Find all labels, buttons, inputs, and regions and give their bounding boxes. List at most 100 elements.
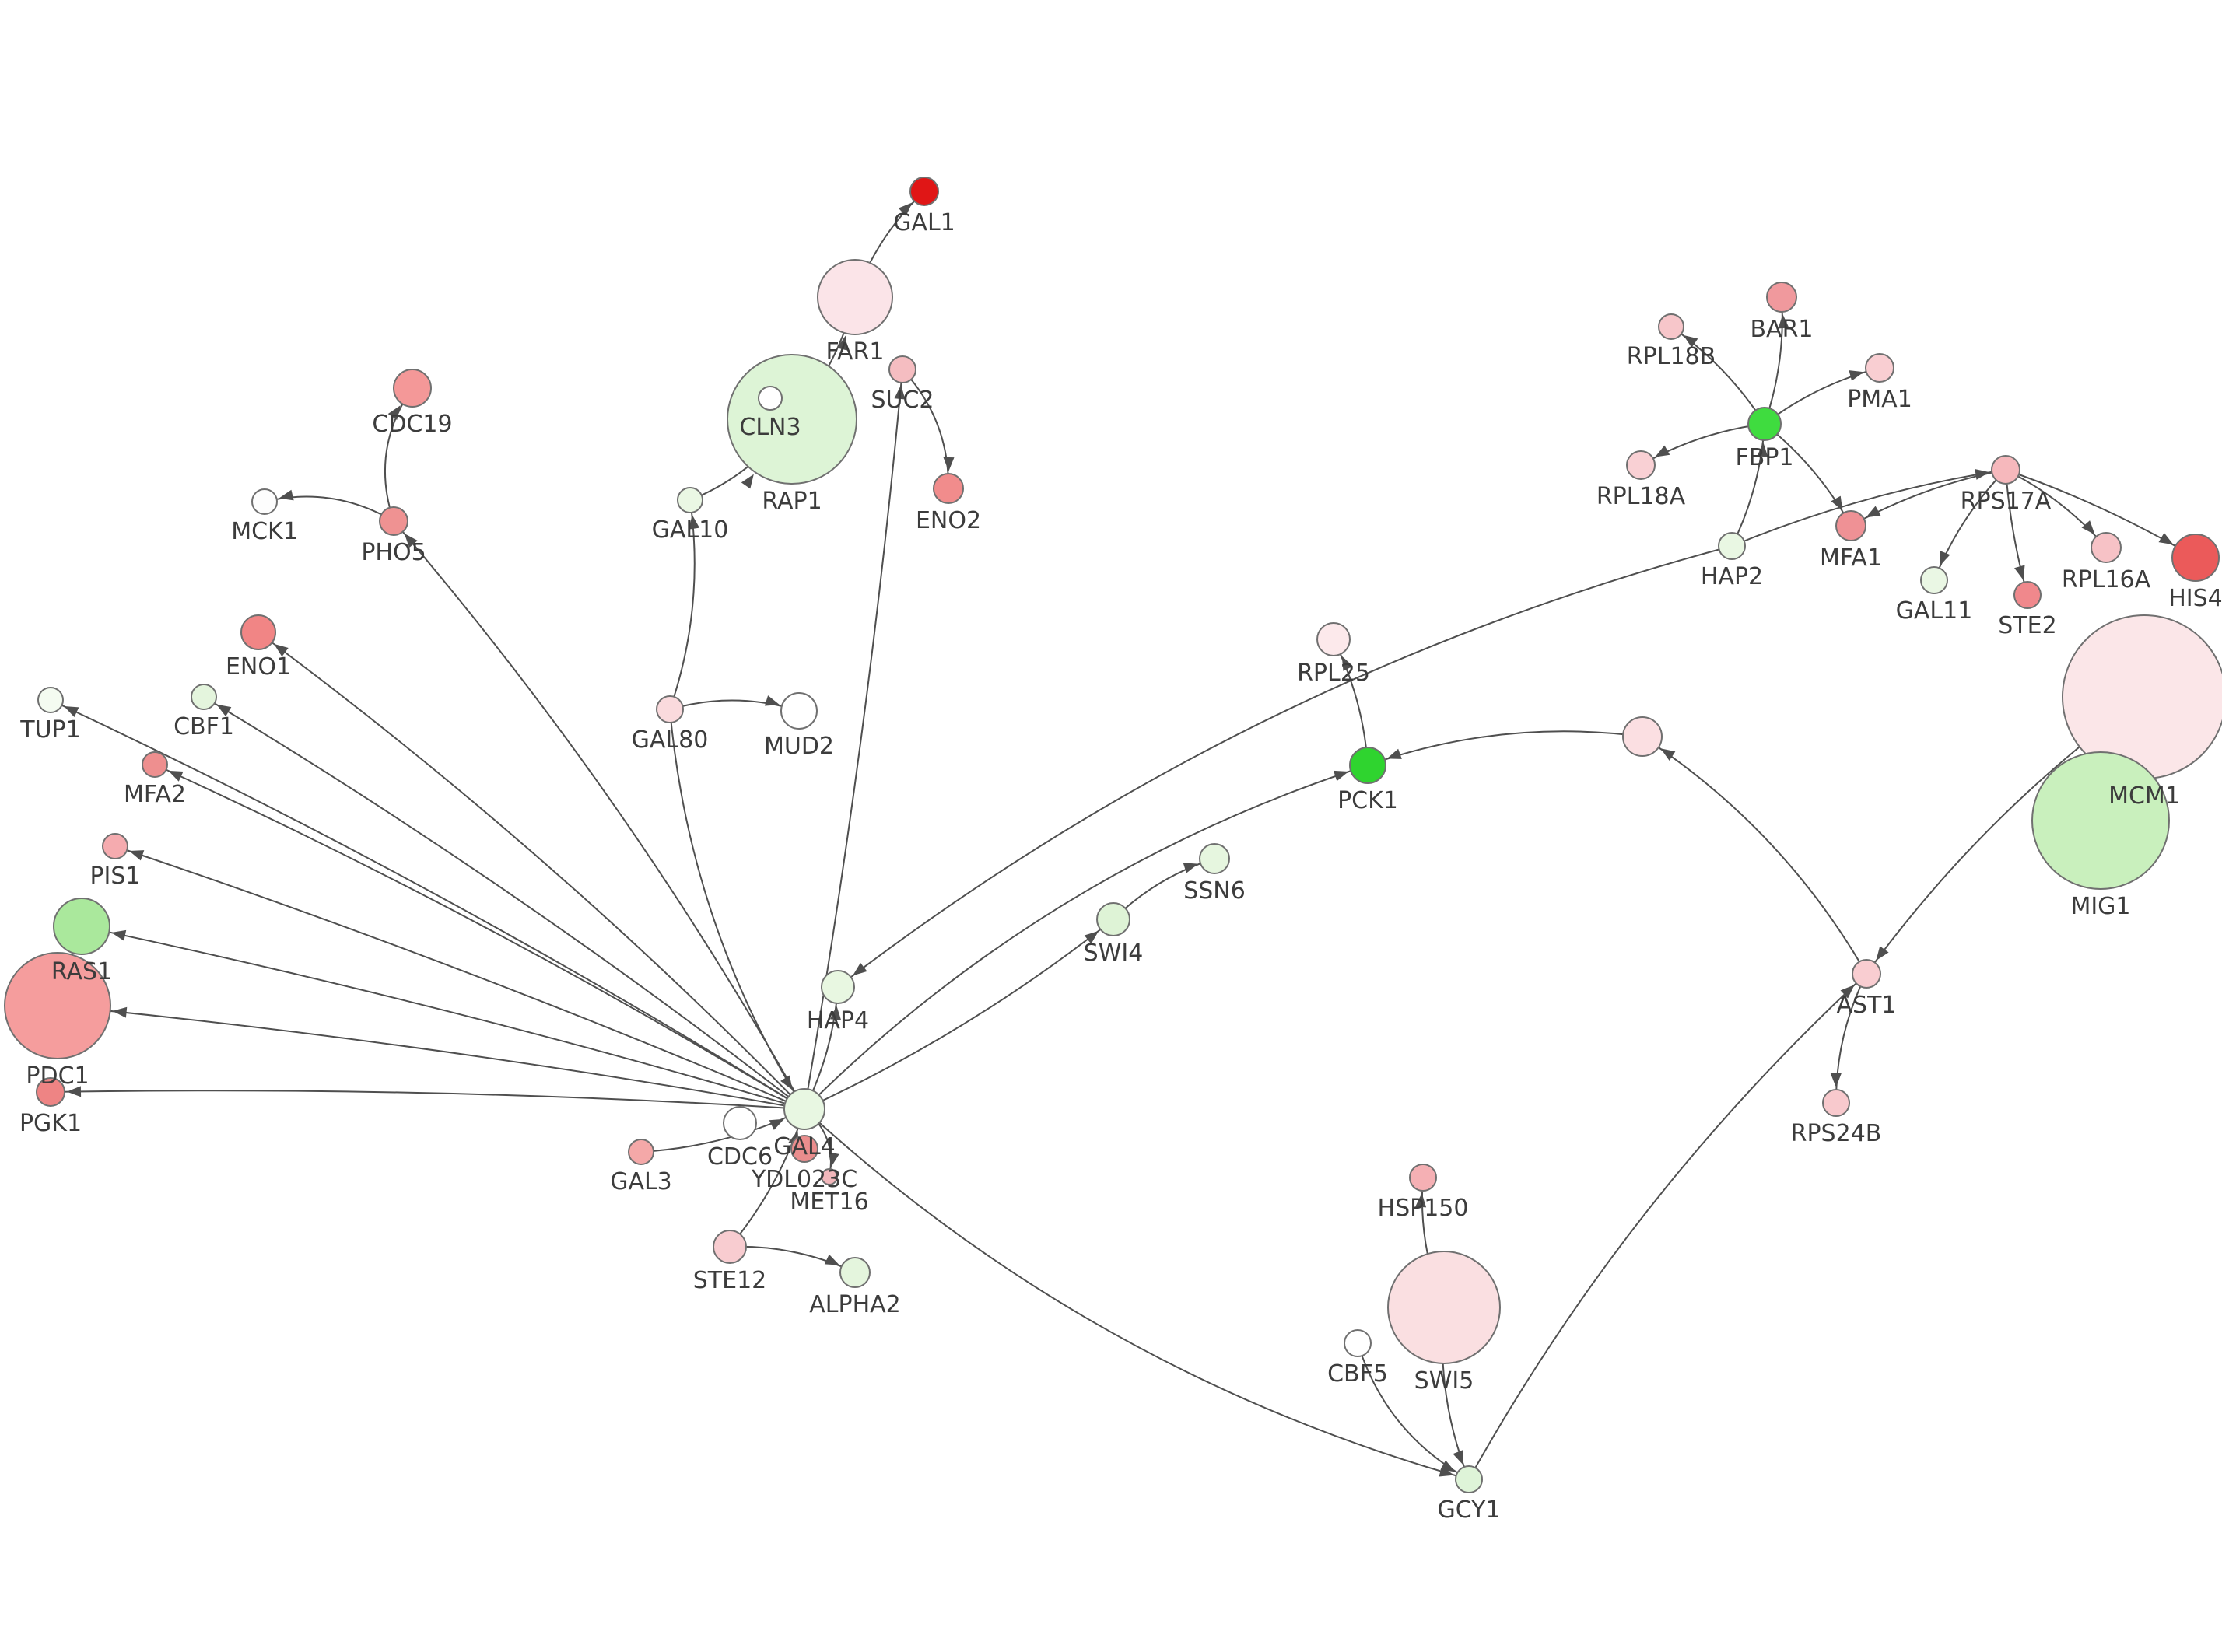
node-ydl023c[interactable] xyxy=(790,1135,818,1163)
node-gal80[interactable] xyxy=(656,695,684,723)
node-eno2[interactable] xyxy=(933,473,964,504)
node-ras1[interactable] xyxy=(53,898,110,955)
edge-fbp1-rpl18a[interactable] xyxy=(1640,423,1765,466)
node-hsp150[interactable] xyxy=(1409,1164,1437,1192)
node-pho5[interactable] xyxy=(379,506,408,536)
node-pgk1[interactable] xyxy=(36,1077,65,1107)
node-node_x[interactable] xyxy=(1622,716,1663,757)
node-gcy1[interactable] xyxy=(1455,1465,1483,1493)
node-suc2[interactable] xyxy=(888,355,916,383)
node-mfa1[interactable] xyxy=(1835,510,1866,541)
edge-gal4-suc2[interactable] xyxy=(804,369,903,1110)
node-ste12[interactable] xyxy=(713,1230,747,1264)
edge-gal80-mud2[interactable] xyxy=(669,699,800,712)
node-gal3[interactable] xyxy=(628,1139,654,1165)
node-cbf1[interactable] xyxy=(191,684,217,710)
edge-gal4-cbf1[interactable] xyxy=(203,696,805,1110)
edge-gal4-pis1[interactable] xyxy=(114,845,805,1110)
arrowhead-gal4-pis1 xyxy=(129,850,145,861)
arrowhead-hap2-hap4 xyxy=(853,962,867,976)
edge-gal4-tup1[interactable] xyxy=(50,699,805,1110)
node-gal11[interactable] xyxy=(1920,566,1948,594)
edge-pho5-mck1[interactable] xyxy=(264,495,394,522)
node-cln3[interactable] xyxy=(758,386,783,411)
edge-gal4-pck1[interactable] xyxy=(804,765,1369,1110)
arrowhead-gal80-mud2 xyxy=(764,695,780,706)
edge-gal4-eno1[interactable] xyxy=(258,632,805,1110)
node-hap4[interactable] xyxy=(821,970,855,1004)
edge-cbf5-gcy1[interactable] xyxy=(1357,1342,1470,1480)
node-pma1[interactable] xyxy=(1865,353,1894,383)
edge-fbp1-pma1[interactable] xyxy=(1764,367,1880,425)
edge-gal4-pho5[interactable] xyxy=(393,520,805,1110)
edge-fbp1-rpl18b[interactable] xyxy=(1670,326,1765,425)
node-mud2[interactable] xyxy=(780,692,818,730)
node-his4[interactable] xyxy=(2171,534,2220,582)
node-met16[interactable] xyxy=(821,1168,838,1185)
node-cbf5[interactable] xyxy=(1344,1329,1372,1357)
node-alpha2[interactable] xyxy=(839,1257,871,1288)
node-cdc6[interactable] xyxy=(723,1106,757,1140)
edge-gal4-ras1[interactable] xyxy=(81,926,805,1110)
node-label-ssn6: SSN6 xyxy=(1183,877,1246,905)
edge-gal4-gcy1[interactable] xyxy=(804,1108,1470,1480)
edge-node_x-pck1[interactable] xyxy=(1367,730,1643,766)
node-gal1[interactable] xyxy=(909,177,939,206)
node-ast1[interactable] xyxy=(1852,959,1881,989)
edge-pck1-rpl25[interactable] xyxy=(1333,639,1369,766)
edge-gal80-gal10[interactable] xyxy=(669,499,696,710)
node-label-rap1: RAP1 xyxy=(762,488,822,515)
edge-ast1-rps24b[interactable] xyxy=(1835,973,1867,1104)
edge-gal3-gal4[interactable] xyxy=(640,1108,805,1153)
edge-rps17a-gal11[interactable] xyxy=(1933,469,2006,581)
node-eno1[interactable] xyxy=(240,614,276,650)
node-rpl18a[interactable] xyxy=(1626,450,1656,480)
node-ssn6[interactable] xyxy=(1199,843,1230,874)
node-rps17a[interactable] xyxy=(1991,455,2020,485)
edge-fbp1-bar1[interactable] xyxy=(1764,296,1783,425)
node-rpl25[interactable] xyxy=(1316,622,1351,656)
node-rpl16a[interactable] xyxy=(2091,532,2122,563)
node-pck1[interactable] xyxy=(1349,747,1386,784)
node-far1[interactable] xyxy=(817,259,893,335)
node-pdc1[interactable] xyxy=(4,952,111,1059)
node-swi4[interactable] xyxy=(1096,902,1130,936)
arrowhead-gal4-mfa2 xyxy=(168,770,184,782)
edge-gcy1-ast1[interactable] xyxy=(1468,973,1867,1480)
node-rap1[interactable] xyxy=(727,354,857,485)
node-bar1[interactable] xyxy=(1766,282,1797,313)
node-label-far1: FAR1 xyxy=(826,338,885,366)
edge-hap2-fbp1[interactable] xyxy=(1731,423,1765,547)
edge-rps17a-ste2[interactable] xyxy=(2005,469,2028,596)
node-tup1[interactable] xyxy=(37,687,64,713)
edge-hap2-hap4[interactable] xyxy=(837,545,1733,988)
edge-gal4-swi4[interactable] xyxy=(804,919,1114,1110)
node-fbp1[interactable] xyxy=(1747,407,1782,441)
node-hap2[interactable] xyxy=(1718,532,1746,560)
edge-ste12-alpha2[interactable] xyxy=(729,1245,856,1273)
node-cdc19[interactable] xyxy=(393,369,432,408)
edge-rps17a-rpl16a[interactable] xyxy=(2005,469,2107,548)
edge-hap2-rps17a[interactable] xyxy=(1731,469,2006,547)
node-gal10[interactable] xyxy=(677,487,703,513)
arrowhead-node_x-pck1 xyxy=(1386,748,1402,759)
edge-ast1-node_x[interactable] xyxy=(1642,736,1867,975)
node-gal4[interactable] xyxy=(783,1088,825,1130)
edge-gal4-mfa2[interactable] xyxy=(154,764,805,1110)
node-label-mud2: MUD2 xyxy=(764,733,834,760)
node-mig1[interactable] xyxy=(2031,751,2170,890)
node-ste2[interactable] xyxy=(2013,581,2042,609)
node-swi5[interactable] xyxy=(1387,1251,1501,1364)
node-pis1[interactable] xyxy=(102,833,128,859)
edge-gal4-pgk1[interactable] xyxy=(50,1090,805,1110)
node-rps24b[interactable] xyxy=(1822,1089,1850,1117)
edge-gal4-pdc1[interactable] xyxy=(57,1005,805,1110)
node-rpl18b[interactable] xyxy=(1658,313,1684,340)
edge-gal80-gal4[interactable] xyxy=(669,709,805,1110)
edge-fbp1-mfa1[interactable] xyxy=(1764,423,1852,527)
edge-suc2-eno2[interactable] xyxy=(902,369,950,489)
node-mck1[interactable] xyxy=(251,488,278,515)
node-mfa2[interactable] xyxy=(142,751,168,778)
